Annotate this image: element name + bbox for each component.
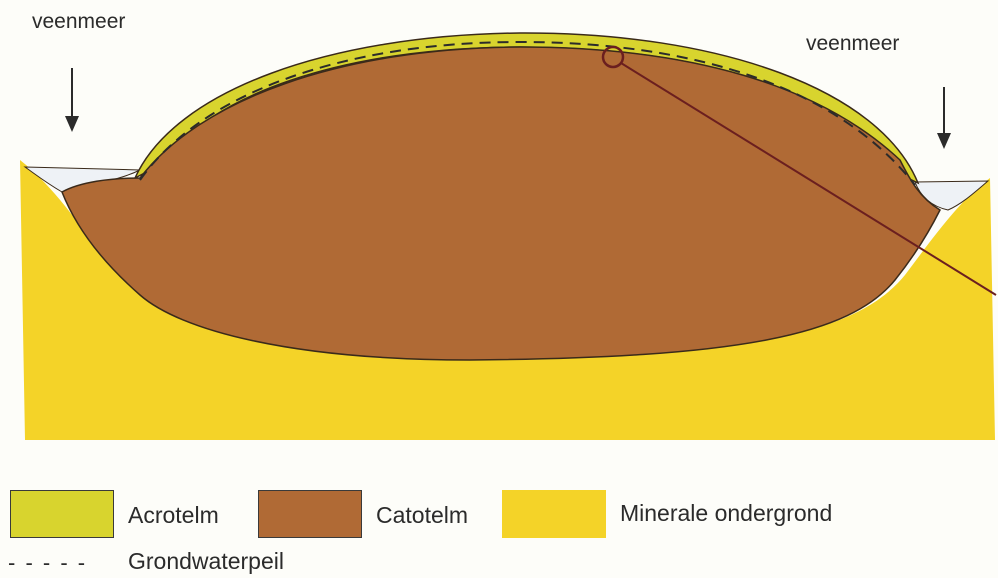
catotelm-legend-label: Catotelm <box>376 502 468 529</box>
acrotelm-swatch <box>10 490 114 538</box>
groundwater-legend-label: Grondwaterpeil <box>128 548 284 575</box>
minerale-legend-label: Minerale ondergrond <box>620 500 832 527</box>
right-down-arrow <box>937 87 951 149</box>
catotelm-swatch <box>258 490 362 538</box>
left-lake-label: veenmeer <box>32 10 125 34</box>
minerale-swatch <box>502 490 606 538</box>
groundwater-legend-dash: - - - - - <box>8 550 87 576</box>
left-down-arrow <box>65 68 79 132</box>
right-lake-label: veenmeer <box>806 32 899 56</box>
acrotelm-legend-label: Acrotelm <box>128 502 219 529</box>
